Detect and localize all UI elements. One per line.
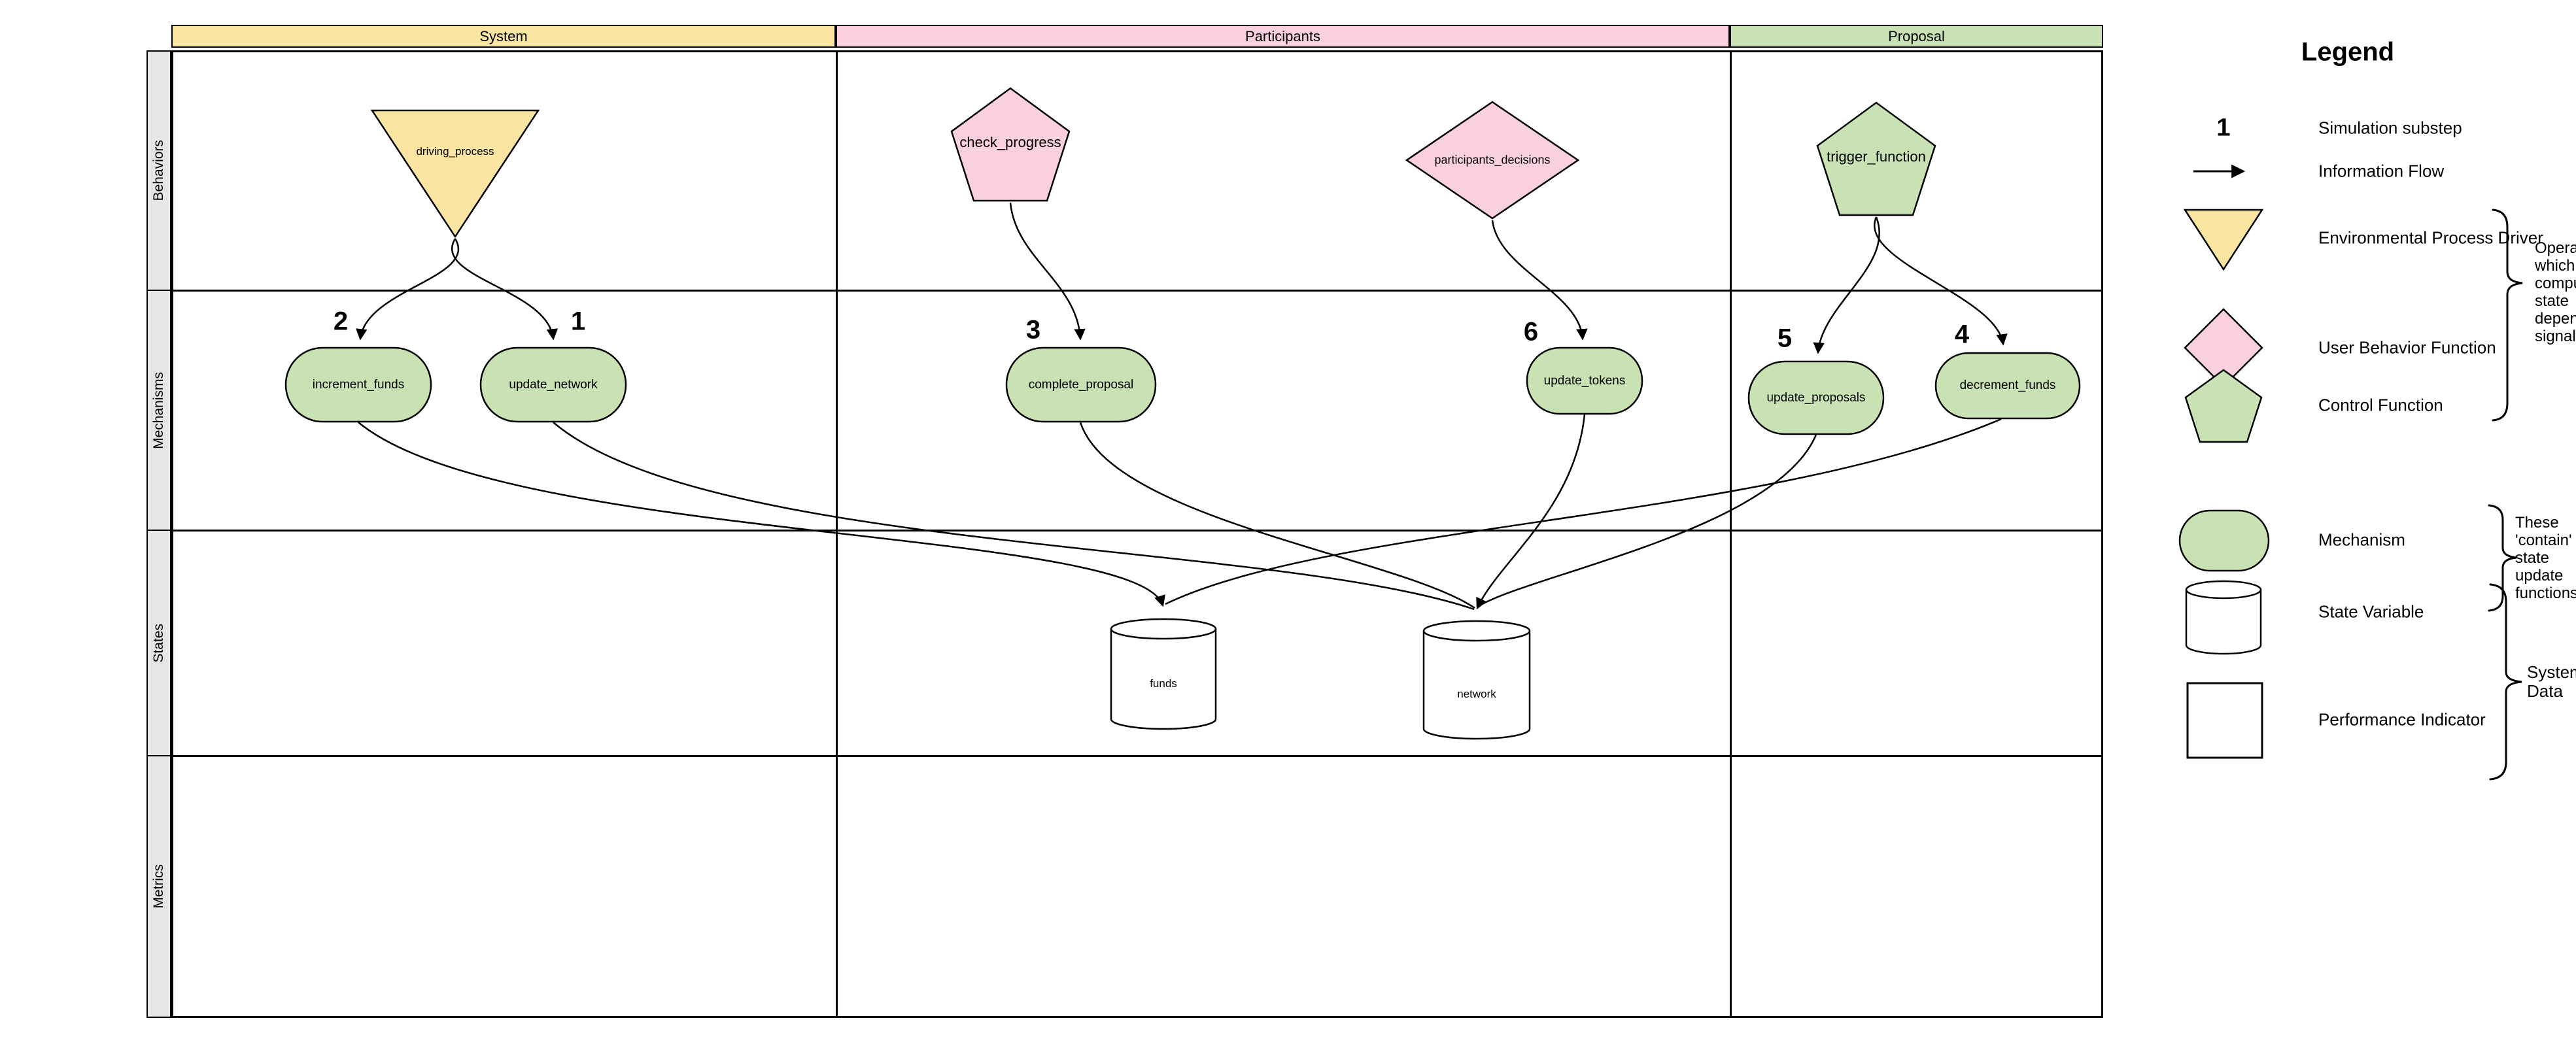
node-label-update_tokens: update_tokens <box>1543 374 1626 388</box>
legend-note-system-data: System Data <box>2527 662 2576 701</box>
legend-label-user-behavior-function: User Behavior Function <box>2318 337 2496 358</box>
substep-number-update_proposals: 5 <box>1777 324 1793 353</box>
node-update_proposals <box>1747 360 1885 435</box>
legend-substep-sample: 1 <box>2216 114 2231 142</box>
legend-diamond-symbol <box>2184 308 2263 388</box>
legend-label-simulation-substep: Simulation substep <box>2318 118 2462 138</box>
legend-brace-mechanism <box>2488 504 2517 612</box>
edge-update_tokens-network <box>1476 414 1586 610</box>
legend-square-symbol <box>2186 682 2263 759</box>
grid-column-divider <box>1730 50 1732 1018</box>
substep-number-update_tokens: 6 <box>1523 317 1539 346</box>
node-check_progress <box>950 87 1071 202</box>
legend-cylinder-symbol <box>2185 580 2262 655</box>
substep-number-increment_funds: 2 <box>333 307 349 336</box>
legend-note-mechanisms: These 'contain' state update functions <box>2515 514 2576 602</box>
grid-column-divider <box>836 50 838 1018</box>
node-participants_decisions <box>1405 101 1580 220</box>
legend-brace-operators <box>2492 209 2523 422</box>
node-label-participants_decisions: participants_decisions <box>1434 153 1551 167</box>
column-header-participants: Participants <box>836 25 1730 48</box>
substep-number-update_network: 1 <box>570 307 586 336</box>
legend-note-operators: Operators which compute state dependent … <box>2535 239 2576 345</box>
node-label-driving_process: driving_process <box>416 145 494 158</box>
substep-number-complete_proposal: 3 <box>1025 315 1041 345</box>
edge-increment_funds-funds <box>358 422 1165 607</box>
legend-label-mechanism: Mechanism <box>2318 530 2405 550</box>
node-network <box>1422 620 1531 740</box>
node-label-network: network <box>1457 688 1496 700</box>
node-decrement_funds <box>1934 352 2081 420</box>
node-trigger_function <box>1816 101 1936 216</box>
legend-label-information-flow: Information Flow <box>2318 161 2445 181</box>
node-update_tokens <box>1526 346 1643 415</box>
node-label-increment_funds: increment_funds <box>312 378 405 392</box>
grid-row-divider <box>171 755 2103 757</box>
column-header-proposal: Proposal <box>1730 25 2103 48</box>
node-increment_funds <box>284 346 432 423</box>
edge-trigger_function-decrement_funds <box>1874 216 2008 346</box>
node-label-funds: funds <box>1150 677 1177 690</box>
legend-brace-system-data <box>2489 583 2522 781</box>
edge-trigger_function-update_proposals <box>1813 216 1881 354</box>
row-header-states: States <box>146 530 171 756</box>
legend-label-control-function: Control Function <box>2318 395 2443 415</box>
edge-update_network-network <box>553 422 1475 611</box>
legend-label-state-variable: State Variable <box>2318 601 2424 622</box>
column-header-system: System <box>171 25 836 48</box>
legend-pentagon-symbol <box>2184 369 2263 443</box>
grid-outline <box>171 50 2103 1018</box>
substep-number-decrement_funds: 4 <box>1954 320 1970 349</box>
node-label-update_proposals: update_proposals <box>1766 391 1866 405</box>
edge-decrement_funds-funds <box>1165 418 2002 605</box>
node-complete_proposal <box>1005 346 1157 423</box>
grid-row-divider <box>171 290 2103 292</box>
legend-label-performance-indicator: Performance Indicator <box>2318 709 2486 730</box>
edge-complete_proposal-network <box>1079 422 1475 609</box>
legend-title: Legend <box>2301 37 2395 67</box>
row-header-mechanisms: Mechanisms <box>146 290 171 531</box>
node-label-complete_proposal: complete_proposal <box>1028 378 1134 392</box>
node-funds <box>1110 618 1217 730</box>
node-driving_process <box>370 109 540 239</box>
edge-driving_process-increment_funds <box>356 238 460 341</box>
edge-participants_decisions-update_tokens <box>1491 220 1588 341</box>
row-header-metrics: Metrics <box>146 755 171 1018</box>
node-label-check_progress: check_progress <box>959 134 1061 150</box>
legend-label-environmental-process-driver: Environmental Process Driver <box>2318 228 2543 248</box>
grid-row-divider <box>171 530 2103 531</box>
edge-update_proposals-network <box>1479 434 1817 607</box>
node-label-update_network: update_network <box>509 378 598 392</box>
edge-check_progress-complete_proposal <box>1009 202 1086 341</box>
node-label-decrement_funds: decrement_funds <box>1959 379 2056 392</box>
edge-driving_process-update_network <box>451 238 558 341</box>
node-label-trigger_function: trigger_function <box>1827 148 1926 165</box>
node-update_network <box>479 346 627 423</box>
legend-stadium-symbol <box>2178 509 2270 572</box>
legend-triangle-symbol <box>2183 209 2264 271</box>
